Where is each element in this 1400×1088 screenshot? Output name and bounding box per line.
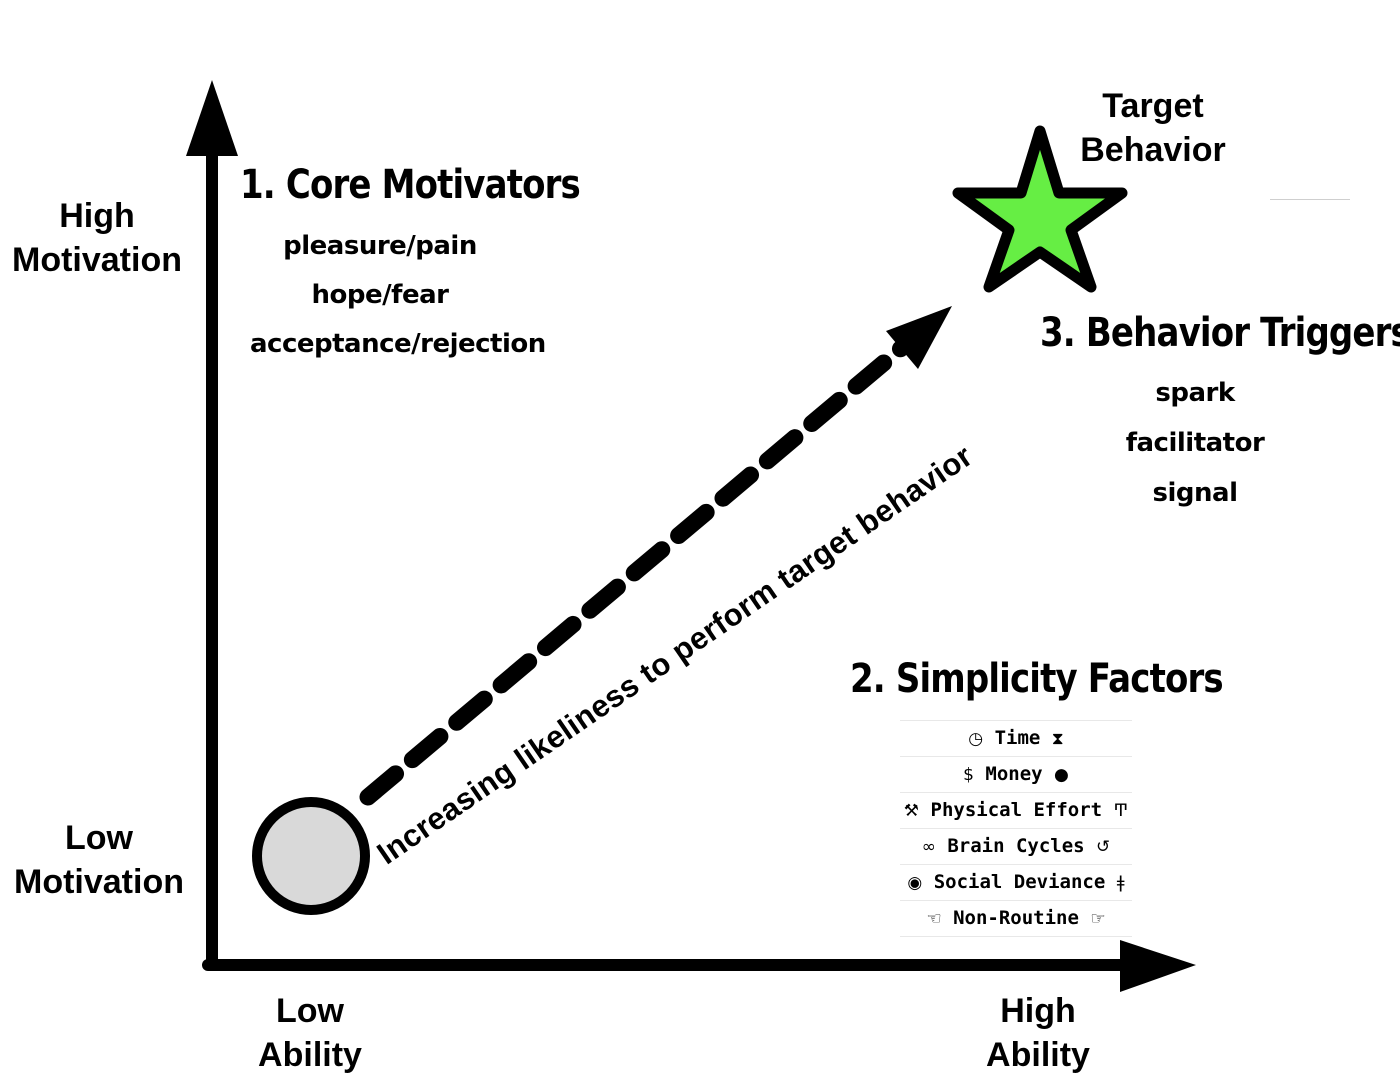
behavior-triggers-list: spark facilitator signal	[1100, 368, 1290, 518]
target-behavior-label: Target Behavior	[1068, 84, 1238, 172]
target-behavior-line1: Target	[1102, 87, 1204, 125]
dumbbell-icon: Ͳ	[1113, 801, 1129, 821]
factor-label: Non-Routine	[953, 907, 1079, 929]
x-axis-high-label: High Ability	[968, 989, 1108, 1077]
factor-row-non-routine: ☜ Non-Routine ☞	[900, 901, 1132, 937]
hand-right-icon: ☞	[1090, 909, 1106, 929]
dashed-path-arrowhead	[886, 306, 952, 369]
tools-icon: ⚒	[903, 801, 920, 821]
y-axis-high-line2: Motivation	[12, 241, 182, 279]
factor-label: Time	[994, 727, 1041, 749]
factor-row-money: $ Money ●	[900, 757, 1132, 793]
start-circle	[252, 797, 370, 915]
y-axis-low-line2: Motivation	[14, 863, 184, 901]
y-axis-low-line1: Low	[65, 819, 133, 857]
core-motivator-item: pleasure/pain	[283, 231, 477, 261]
core-motivators-heading: 1. Core Motivators	[240, 162, 581, 208]
hand-left-icon: ☜	[926, 909, 942, 929]
factor-label: Physical Effort	[930, 799, 1103, 821]
clock-icon: ◷	[968, 729, 984, 749]
person-icon: ǂ	[1116, 873, 1125, 893]
y-axis-high-label: High Motivation	[2, 194, 192, 282]
behavior-trigger-item: signal	[1152, 478, 1238, 508]
dollar-icon: $	[963, 765, 974, 785]
factor-row-brain-cycles: ∞ Brain Cycles ↺	[900, 829, 1132, 865]
behavior-triggers-heading: 3. Behavior Triggers	[1040, 310, 1400, 356]
core-motivator-item: acceptance/rejection	[250, 329, 546, 359]
x-axis-low-label: Low Ability	[240, 989, 380, 1077]
simplicity-factors-table: ◷ Time ⧗ $ Money ● ⚒ Physical Effort Ͳ ∞…	[900, 720, 1132, 937]
refresh-icon: ↺	[1096, 837, 1111, 857]
behavior-trigger-item: spark	[1155, 378, 1235, 408]
dashed-path-line	[359, 336, 914, 806]
x-axis-arrowhead	[1120, 940, 1196, 992]
x-axis-low-line2: Ability	[258, 1036, 362, 1074]
behavior-trigger-item: facilitator	[1125, 428, 1265, 458]
y-axis-arrowhead	[186, 80, 238, 156]
x-axis-high-line1: High	[1000, 992, 1076, 1030]
x-axis-high-line2: Ability	[986, 1036, 1090, 1074]
y-axis-low-label: Low Motivation	[2, 816, 196, 904]
hourglass-icon: ⧗	[1051, 729, 1064, 749]
money-bag-icon: ●	[1054, 765, 1069, 785]
x-axis-low-line1: Low	[276, 992, 344, 1030]
glasses-icon: ∞	[921, 837, 936, 857]
core-motivators-list: pleasure/pain hope/fear acceptance/rejec…	[250, 222, 546, 369]
eye-icon: ◉	[907, 873, 923, 893]
target-star	[952, 125, 1128, 293]
target-behavior-line2: Behavior	[1080, 131, 1226, 169]
divider-line	[1270, 199, 1350, 200]
simplicity-factors-heading: 2. Simplicity Factors	[850, 656, 1224, 702]
factor-label: Brain Cycles	[947, 835, 1085, 857]
factor-row-social-deviance: ◉ Social Deviance ǂ	[900, 865, 1132, 901]
y-axis-high-line1: High	[59, 197, 135, 235]
factor-label: Money	[985, 763, 1043, 785]
core-motivator-item: hope/fear	[311, 280, 449, 310]
factor-row-time: ◷ Time ⧗	[900, 721, 1132, 757]
factor-label: Social Deviance	[933, 871, 1106, 893]
factor-row-physical-effort: ⚒ Physical Effort Ͳ	[900, 793, 1132, 829]
